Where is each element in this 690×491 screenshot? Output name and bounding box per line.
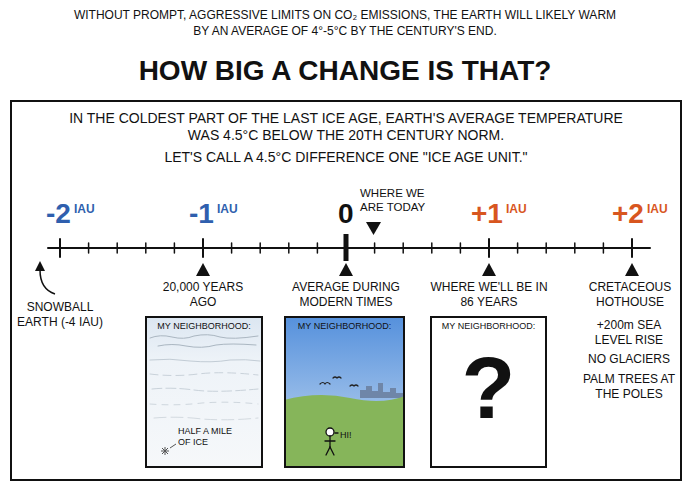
scale-number: +2 (612, 200, 644, 228)
panel-heading: MY NEIGHBORHOOD: (150, 321, 258, 332)
modern-panel: MY NEIGHBORHOOD: HI! (284, 316, 405, 468)
panel-heading: MY NEIGHBORHOOD: (289, 321, 400, 332)
comic-title: HOW BIG A CHANGE IS THAT? (0, 54, 690, 88)
ice-age-panel: MY NEIGHBORHOOD: HALF A MILE OF ICE (145, 316, 263, 468)
intro-statement: IN THE COLDEST PART OF THE LAST ICE AGE,… (62, 110, 630, 144)
question-mark: ? (432, 344, 545, 432)
speech-text: HI! (340, 430, 366, 441)
unit-label: IAU (506, 202, 527, 217)
note-list: +200m SEA LEVEL RISE NO GLACIERS PALM TREE… (578, 318, 680, 401)
unit-label: IAU (74, 202, 95, 217)
hothouse-note: +200m SEA LEVEL RISE (578, 318, 680, 347)
hothouse-note: PALM TREES AT THE POLES (578, 372, 680, 401)
snowball-note: SNOWBALL EARTH (-4 IAU) (16, 300, 104, 329)
scale-number: -2 (46, 200, 71, 228)
unit-label: IAU (647, 202, 668, 217)
point-label: AVERAGE DURING MODERN TIMES (276, 280, 416, 309)
future-panel: MY NEIGHBORHOOD:? (430, 316, 547, 468)
scale-number: -1 (189, 200, 214, 228)
point-label: WHERE WE'LL BE IN 86 YEARS (424, 280, 554, 309)
unit-definition: LET'S CALL A 4.5°C DIFFERENCE ONE "ICE A… (62, 149, 630, 166)
scale-number: 0 (338, 200, 354, 228)
point-label: 20,000 YEARS AGO (160, 280, 246, 309)
panel-heading: MY NEIGHBORHOOD: (435, 321, 542, 332)
point-label: CRETACEOUS HOTHOUSE (580, 280, 680, 309)
today-note: WHERE WE ARE TODAY (360, 186, 440, 214)
unit-label: IAU (217, 202, 238, 217)
intro-text: WITHOUT PROMPT, AGGRESSIVE LIMITS ON CO₂… (65, 8, 625, 39)
hothouse-note: NO GLACIERS (578, 352, 680, 367)
scale-number: +1 (471, 200, 503, 228)
ice-caption: HALF A MILE OF ICE (178, 426, 244, 448)
